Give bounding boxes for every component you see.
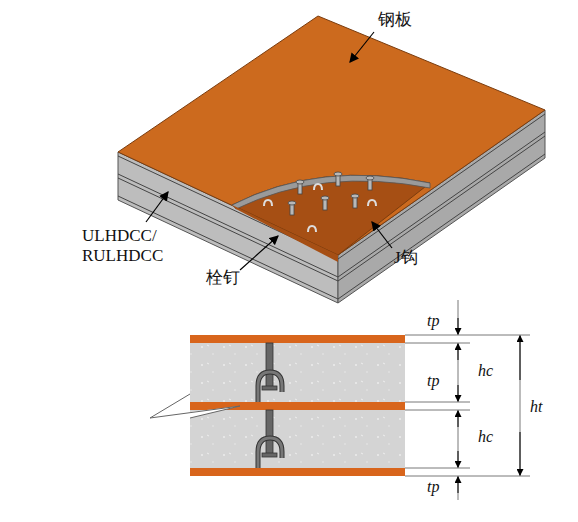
part-label: J钩 [394, 248, 418, 268]
part-label: 钢板 [378, 10, 412, 30]
dimension-label: tp [427, 478, 439, 496]
dimension-label: hc [478, 428, 493, 446]
part-label: ULHDCC/ RULHDCC [82, 226, 200, 265]
dimension-label: hc [478, 362, 493, 380]
part-label: 栓钉 [206, 268, 240, 288]
dimension-label: tp [427, 372, 439, 390]
dimension-label: tp [427, 312, 439, 330]
dimension-label: ht [530, 398, 542, 416]
